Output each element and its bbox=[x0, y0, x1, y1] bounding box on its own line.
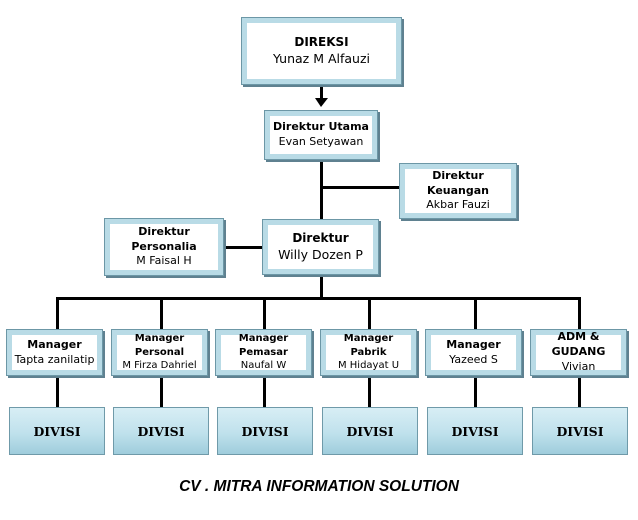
direktur-keuangan-name: Akbar Fauzi bbox=[426, 198, 490, 212]
direktur-utama-box: Direktur Utama Evan Setyawan bbox=[264, 110, 378, 160]
connector-div-6 bbox=[578, 375, 581, 408]
direktur-box: Direktur Willy Dozen P bbox=[262, 219, 379, 275]
manager-box: ADM & GUDANG Vivian bbox=[530, 329, 627, 376]
connector-manager-bus bbox=[56, 297, 581, 300]
connector-drop-2 bbox=[160, 297, 163, 329]
connector-drop-3 bbox=[263, 297, 266, 329]
manager-box: Manager Pemasar Naufal W bbox=[215, 329, 312, 376]
manager-name: Tapta zanilatip bbox=[14, 352, 95, 366]
divisi-box: DIVISI bbox=[217, 407, 313, 455]
company-name: CV . MITRA INFORMATION SOLUTION bbox=[179, 478, 459, 495]
direksi-box: DIREKSI Yunaz M Alfauzi bbox=[241, 17, 402, 85]
divisi-box: DIVISI bbox=[322, 407, 418, 455]
manager-name: M Firza Dahriel bbox=[122, 360, 197, 372]
connector-trunk bbox=[320, 160, 323, 220]
connector-div-4 bbox=[368, 375, 371, 408]
manager-name: Yazeed S bbox=[449, 352, 498, 366]
manager-name: Vivian bbox=[561, 359, 596, 373]
manager-box: Manager Personal M Firza Dahriel bbox=[111, 329, 208, 376]
divisi-box: DIVISI bbox=[532, 407, 628, 455]
connector-direktur-bus bbox=[320, 274, 323, 298]
connector-keuangan bbox=[320, 186, 400, 189]
direktur-utama-title: Direktur Utama bbox=[273, 120, 369, 134]
manager-title: ADM & GUDANG bbox=[551, 330, 606, 359]
connector-div-2 bbox=[160, 375, 163, 408]
direktur-title: Direktur bbox=[292, 231, 349, 246]
manager-title: Manager bbox=[27, 337, 82, 351]
direktur-personalia-name: M Faisal H bbox=[136, 254, 192, 268]
direktur-utama-name: Evan Setyawan bbox=[278, 135, 364, 148]
connector-personalia bbox=[223, 246, 263, 249]
direksi-title: DIREKSI bbox=[294, 35, 349, 50]
connector-div-1 bbox=[56, 375, 59, 408]
manager-box: Manager Pabrik M Hidayat U bbox=[320, 329, 417, 376]
divisi-box: DIVISI bbox=[427, 407, 523, 455]
divisi-box: DIVISI bbox=[9, 407, 105, 455]
arrow-head-icon bbox=[315, 98, 328, 107]
connector-drop-6 bbox=[578, 297, 581, 329]
direktur-personalia-box: Direktur Personalia M Faisal H bbox=[104, 218, 224, 276]
direktur-keuangan-title: Direktur Keuangan bbox=[426, 168, 489, 197]
manager-title: Manager bbox=[446, 337, 501, 351]
direktur-keuangan-box: Direktur Keuangan Akbar Fauzi bbox=[399, 163, 517, 219]
manager-box: Manager Yazeed S bbox=[425, 329, 522, 376]
direksi-name: Yunaz M Alfauzi bbox=[272, 50, 371, 66]
manager-title: Manager Pabrik bbox=[343, 333, 394, 358]
connector-div-3 bbox=[263, 375, 266, 408]
connector-drop-5 bbox=[474, 297, 477, 329]
manager-title: Manager Personal bbox=[134, 333, 185, 358]
connector-drop-4 bbox=[368, 297, 371, 329]
direktur-personalia-title: Direktur Personalia bbox=[131, 224, 197, 253]
manager-title: Manager Pemasar bbox=[238, 333, 289, 358]
manager-name: Naufal W bbox=[240, 360, 287, 372]
connector-div-5 bbox=[474, 375, 477, 408]
manager-box: Manager Tapta zanilatip bbox=[6, 329, 103, 376]
divisi-box: DIVISI bbox=[113, 407, 209, 455]
connector-drop-1 bbox=[56, 297, 59, 329]
connector-direksi-utama bbox=[320, 84, 323, 100]
direktur-name: Willy Dozen P bbox=[278, 246, 363, 262]
manager-name: M Hidayat U bbox=[337, 360, 400, 372]
